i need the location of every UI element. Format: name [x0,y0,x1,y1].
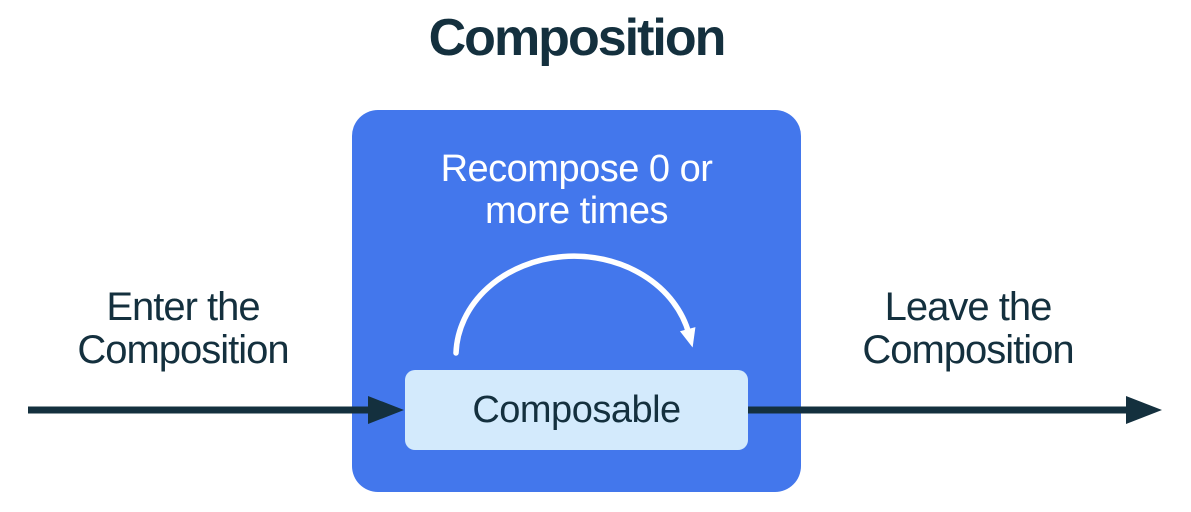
leave-arrow-icon [748,396,1162,424]
leave-label-line-2: Composition [862,328,1074,372]
enter-arrow-icon [28,396,404,424]
recompose-label-line-2: more times [485,190,668,232]
recompose-arc-arrow-icon [453,253,696,356]
recompose-label-line-1: Recompose 0 or [440,148,713,190]
enter-label-line-2: Composition [77,328,289,372]
diagram-title: Composition [428,9,727,67]
composable-box: Composable [405,370,748,450]
leave-label: Leave the Composition [818,286,1118,372]
composable-label: Composable [472,388,681,431]
leave-label-line-1: Leave the [884,285,1053,329]
recompose-label: Recompose 0 or more times [352,148,801,232]
enter-label-line-1: Enter the [106,285,260,329]
enter-label: Enter the Composition [33,286,333,372]
